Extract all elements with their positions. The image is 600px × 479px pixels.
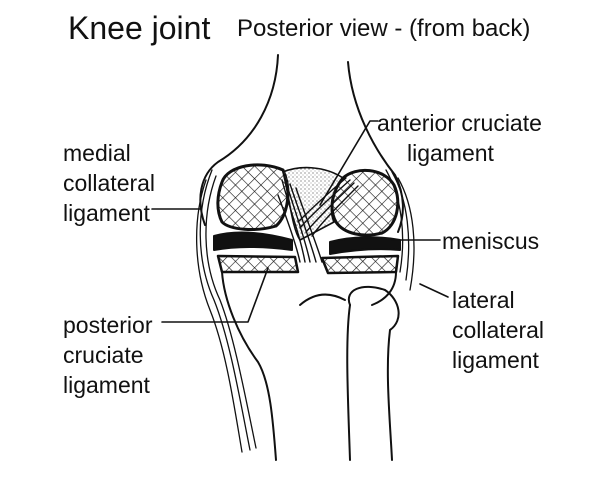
lateral-collateral-strands xyxy=(385,169,415,291)
diagram-title: Knee joint xyxy=(68,10,211,46)
lateral-condyle xyxy=(330,168,400,237)
label-line: collateral xyxy=(452,317,545,343)
label-lateral-collateral-ligament: lateral collateral ligament xyxy=(452,285,544,375)
lateral-tibial-plateau xyxy=(320,254,400,275)
label-line: cruciate xyxy=(63,342,144,368)
medial-tibial-plateau xyxy=(216,254,300,274)
label-meniscus: meniscus xyxy=(442,228,540,254)
medial-meniscus xyxy=(213,231,293,251)
leader-lines xyxy=(151,120,449,323)
label-line: ligament xyxy=(407,140,494,166)
lateral-meniscus xyxy=(329,236,401,255)
label-line: ligament xyxy=(63,200,150,226)
medial-condyle xyxy=(216,163,290,231)
label-medial-collateral-ligament: medial collateral ligament xyxy=(63,138,155,228)
label-line: medial xyxy=(63,140,131,166)
label-posterior-cruciate-ligament: posterior cruciate ligament xyxy=(63,310,152,400)
label-anterior-cruciate-ligament: anterior cruciate ligament xyxy=(377,108,542,168)
label-line: collateral xyxy=(63,170,156,196)
tibia-outline xyxy=(221,271,277,461)
label-line: ligament xyxy=(63,372,150,398)
label-line: ligament xyxy=(452,347,539,373)
cruciate-ligaments xyxy=(277,177,359,263)
label-line: anterior cruciate xyxy=(377,110,542,136)
fibula xyxy=(347,285,400,461)
medial-collateral-strands xyxy=(196,169,257,453)
diagram-subtitle: Posterior view - (from back) xyxy=(237,15,531,42)
label-line: lateral xyxy=(452,287,515,313)
label-line: posterior xyxy=(63,312,153,338)
